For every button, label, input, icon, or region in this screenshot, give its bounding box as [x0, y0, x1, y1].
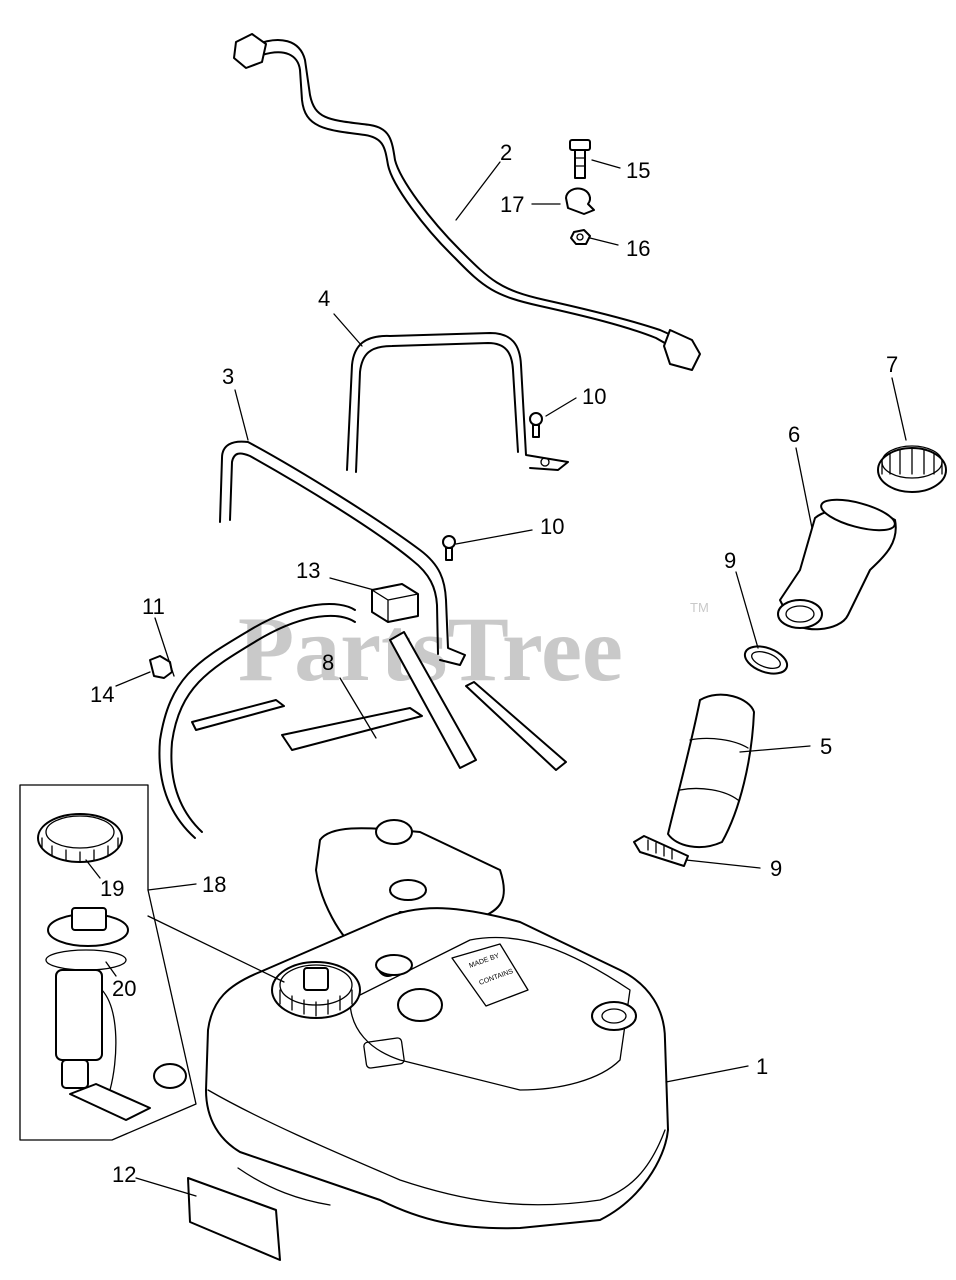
- callout-screw-neck[interactable]: 10: [540, 514, 564, 539]
- callout-vent-hose[interactable]: 11: [142, 594, 165, 619]
- callout-pad[interactable]: 8: [322, 650, 334, 675]
- bolt[interactable]: [569, 139, 591, 179]
- watermark-trademark: TM: [690, 600, 709, 615]
- clamp-upper[interactable]: [741, 641, 791, 679]
- callout-clamp-upper[interactable]: 9: [724, 548, 736, 573]
- callout-fuel-pump[interactable]: 20: [112, 976, 136, 1001]
- decal[interactable]: [187, 1177, 281, 1261]
- callout-filler-hose[interactable]: 5: [820, 734, 832, 759]
- fuel-pump[interactable]: [45, 907, 187, 1121]
- callout-pump-assembly[interactable]: 18: [202, 872, 226, 897]
- fuel-tank[interactable]: MADE BY CONTAINS: [205, 819, 669, 1230]
- block[interactable]: [371, 583, 419, 623]
- callout-lock-ring[interactable]: 19: [100, 876, 124, 901]
- callouts: 1 2 3 4 5 6 7 8 9 9 10 10 11 12 13 14 15…: [90, 140, 898, 1187]
- strap-rear[interactable]: [219, 440, 466, 666]
- filler-hose[interactable]: [667, 693, 755, 849]
- neck-screw[interactable]: [442, 535, 456, 561]
- callout-bolt[interactable]: 15: [626, 158, 650, 183]
- pump-assembly-frame: [19, 784, 197, 1141]
- callout-nut[interactable]: 16: [626, 236, 650, 261]
- fuel-cap[interactable]: [877, 445, 947, 493]
- callout-decal[interactable]: 12: [112, 1162, 136, 1187]
- lock-ring[interactable]: [37, 813, 123, 863]
- callout-fuel-tank[interactable]: 1: [756, 1054, 768, 1079]
- callout-strap-front[interactable]: 4: [318, 286, 330, 311]
- callout-fuel-line[interactable]: 2: [500, 140, 512, 165]
- callout-block[interactable]: 13: [296, 558, 320, 583]
- hose-clip[interactable]: [149, 655, 173, 679]
- fuel-line[interactable]: [233, 33, 701, 371]
- clamp-lower[interactable]: [633, 835, 689, 867]
- callout-line-clip[interactable]: 17: [500, 192, 524, 217]
- callout-fuel-cap[interactable]: 7: [886, 352, 898, 377]
- filler-neck[interactable]: [777, 494, 898, 631]
- nut[interactable]: [570, 229, 591, 245]
- strap-front[interactable]: [346, 332, 569, 473]
- callout-hose-clip[interactable]: 14: [90, 682, 114, 707]
- strap-screw[interactable]: [529, 412, 543, 438]
- callout-strap-rear[interactable]: 3: [222, 364, 234, 389]
- pads[interactable]: [191, 631, 567, 771]
- line-clip[interactable]: [565, 187, 595, 215]
- vent-hose[interactable]: [158, 603, 356, 839]
- callout-screw-strap[interactable]: 10: [582, 384, 606, 409]
- callout-clamp-lower[interactable]: 9: [770, 856, 782, 881]
- leader-lines: [85, 159, 907, 1197]
- callout-filler-neck[interactable]: 6: [788, 422, 800, 447]
